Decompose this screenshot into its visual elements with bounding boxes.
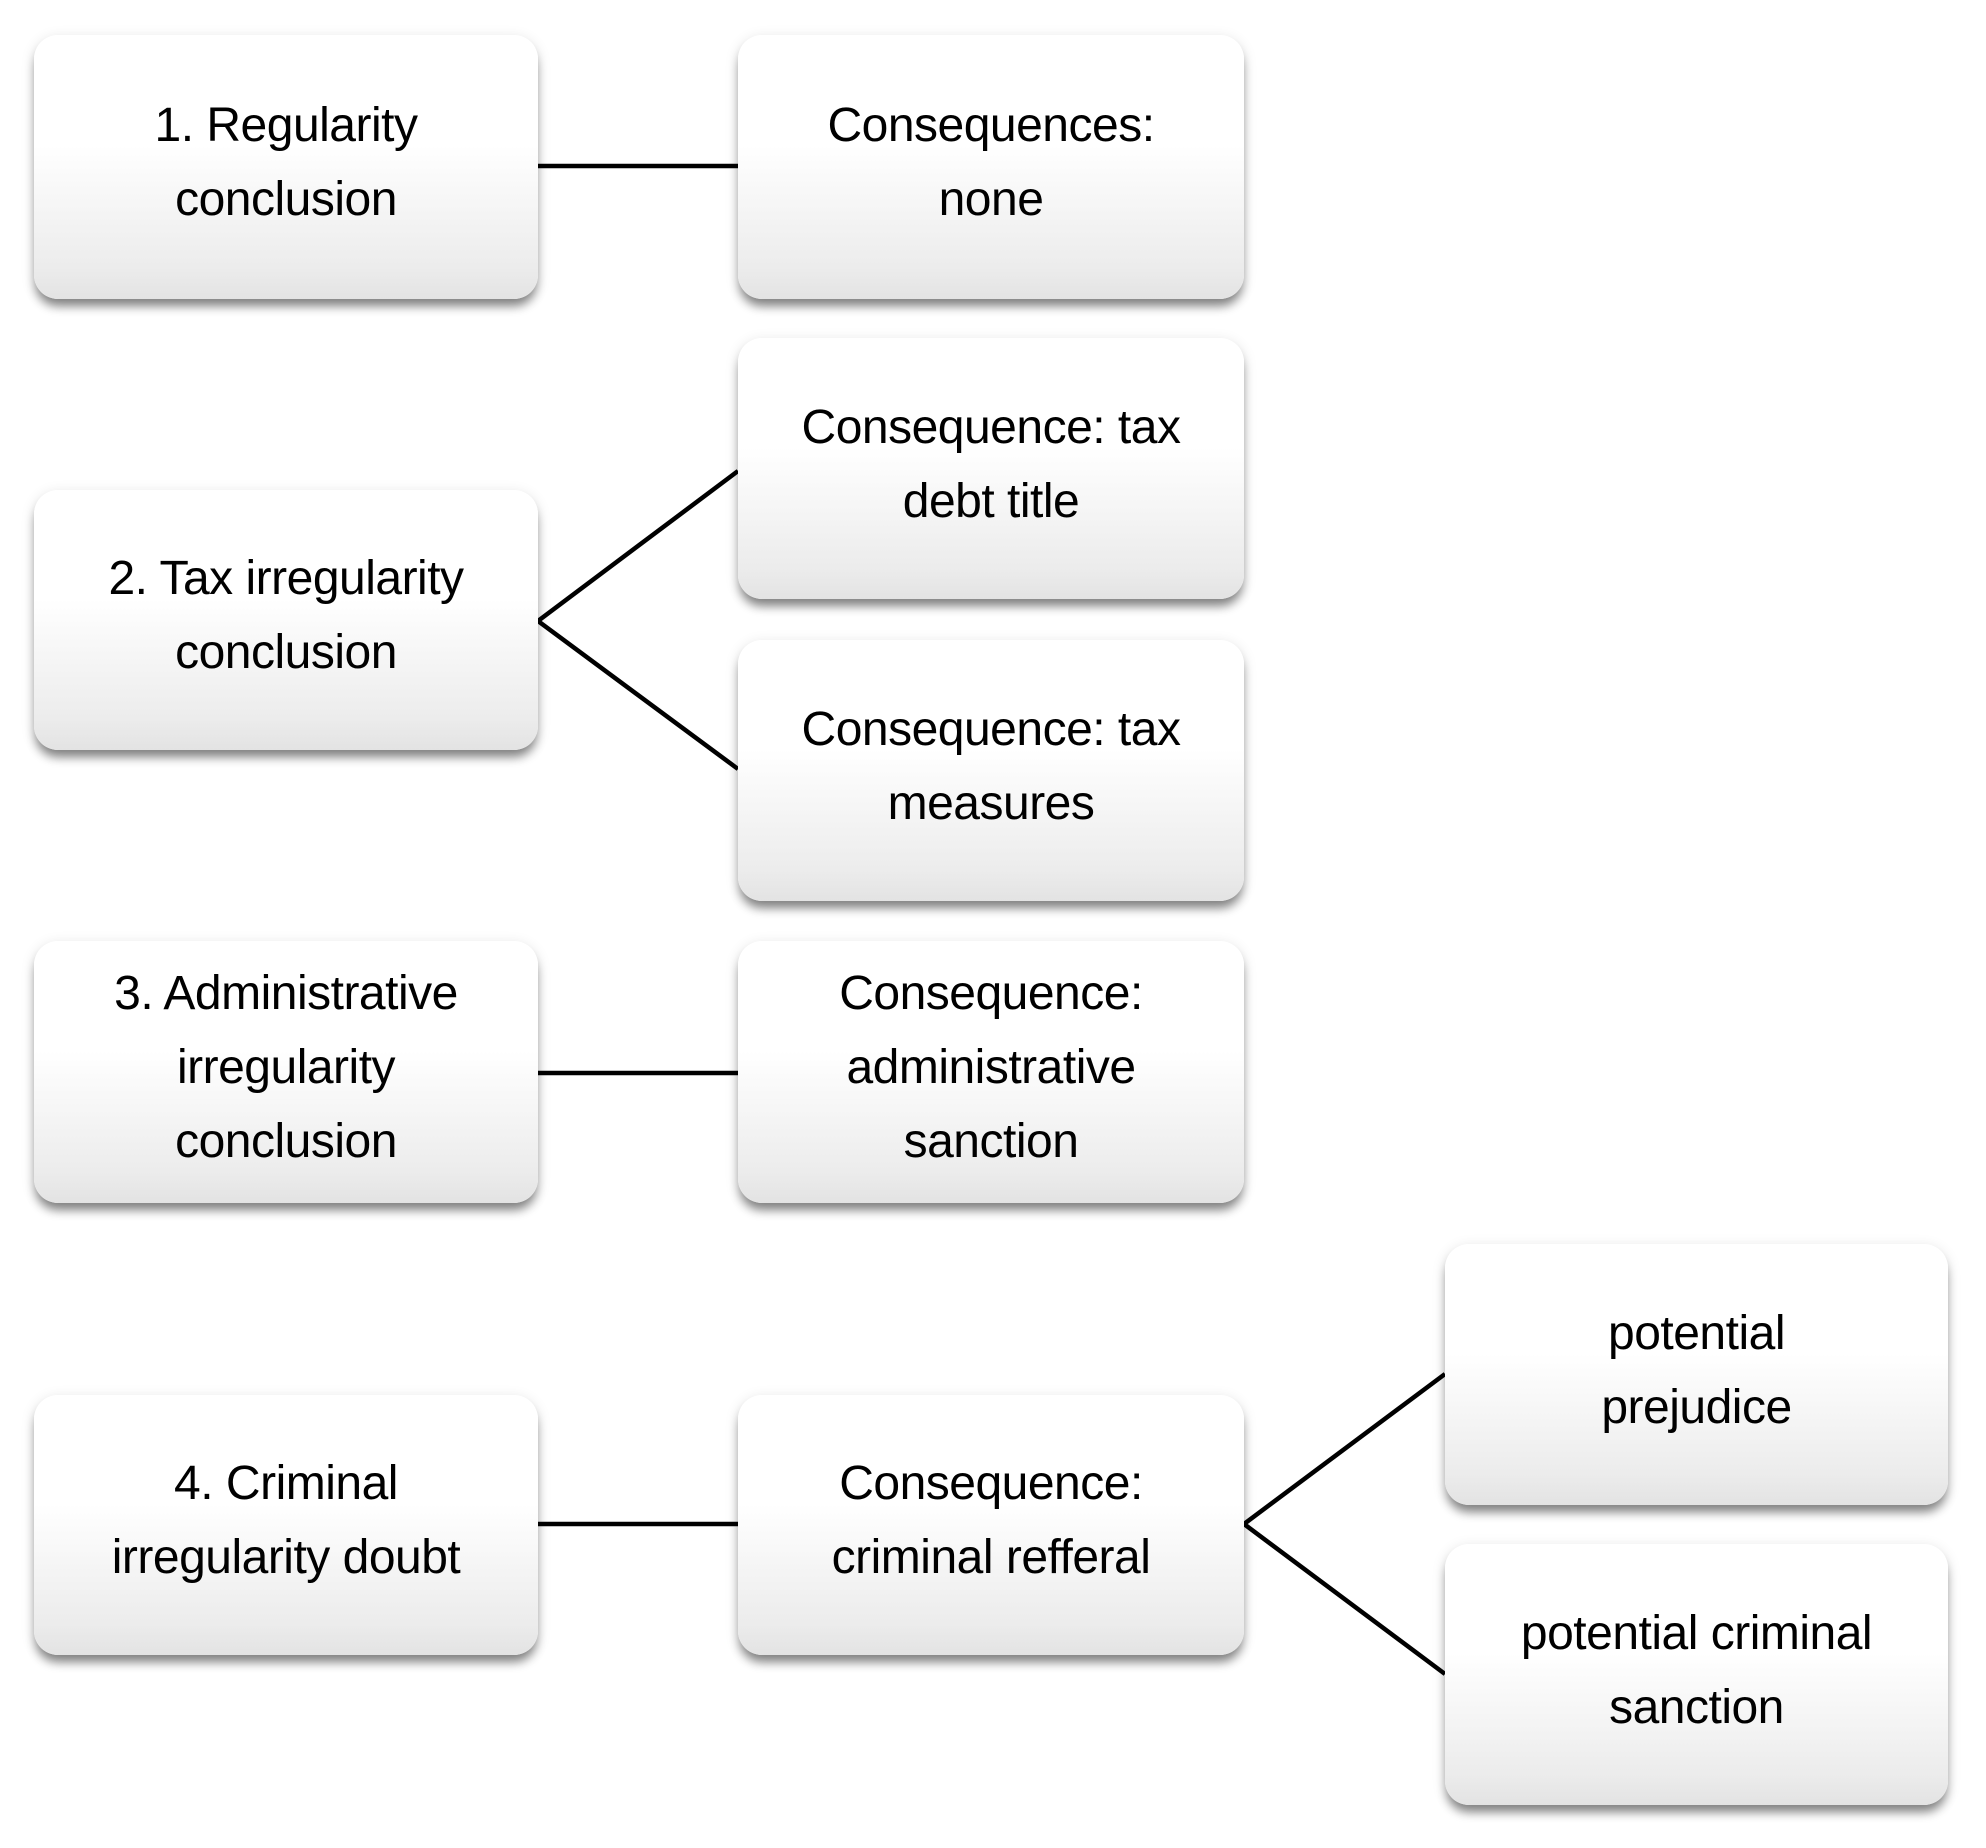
node-consequence-criminal-refferal: Consequence: criminal refferal [738, 1395, 1244, 1655]
node-label: 4. Criminal irregularity doubt [111, 1457, 461, 1584]
node-consequence-tax-debt-title: Consequence: tax debt title [738, 338, 1244, 599]
node-administrative-irregularity-conclusion: 3. Administrative irregularity conclusio… [34, 941, 538, 1203]
node-label: Consequence: tax debt title [801, 400, 1181, 528]
node-label: potential criminal sanction [1520, 1606, 1873, 1734]
node-tax-irregularity-conclusion: 2. Tax irregularity conclusion [34, 490, 538, 750]
node-criminal-irregularity-doubt: 4. Criminal irregularity doubt [34, 1395, 538, 1655]
connector-tax-irregularity-split [534, 469, 740, 771]
node-label: Consequence: administrative sanction [839, 967, 1143, 1168]
node-label: 3. Administrative irregularity conclusio… [114, 967, 458, 1168]
connector-refferal-split [1240, 1372, 1447, 1676]
node-label: Consequence: criminal refferal [831, 1457, 1151, 1584]
node-consequences-none: Consequences: none [738, 35, 1244, 299]
node-label: Consequences: none [827, 99, 1155, 226]
node-label: 2. Tax irregularity conclusion [108, 552, 464, 679]
node-consequence-tax-measures: Consequence: tax measures [738, 640, 1244, 901]
node-potential-prejudice: potential prejudice [1445, 1244, 1948, 1505]
node-label: 1. Regularity conclusion [154, 99, 418, 226]
node-label: potential prejudice [1601, 1306, 1792, 1434]
node-consequence-administrative-sanction: Consequence: administrative sanction [738, 941, 1244, 1203]
node-label: Consequence: tax measures [801, 702, 1181, 830]
node-regularity-conclusion: 1. Regularity conclusion [34, 35, 538, 299]
node-potential-criminal-sanction: potential criminal sanction [1445, 1544, 1948, 1805]
